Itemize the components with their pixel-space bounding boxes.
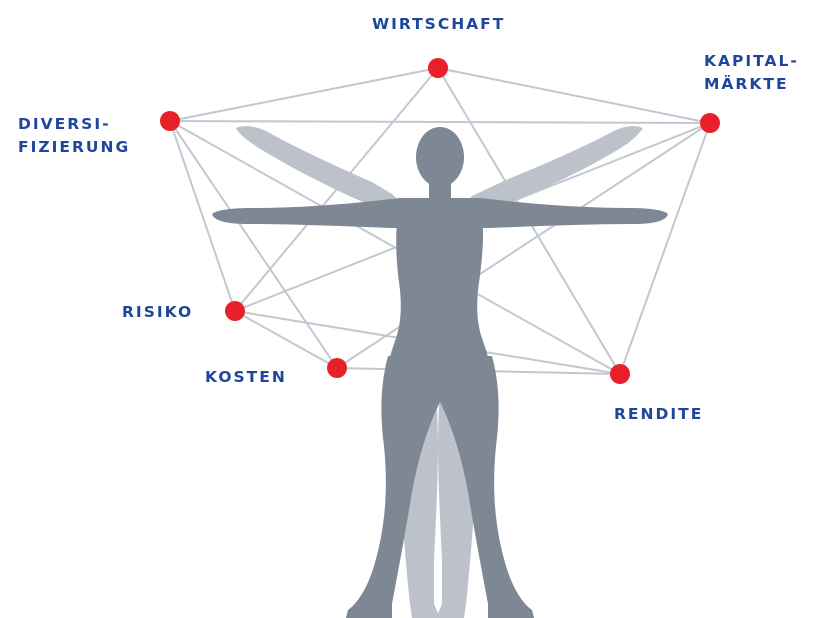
node-diversifizierung bbox=[160, 111, 180, 131]
label-diversifizierung: DIVERSI- FIZIERUNG bbox=[18, 113, 130, 159]
label-rendite: RENDITE bbox=[614, 403, 703, 426]
node-kosten bbox=[327, 358, 347, 378]
label-kosten-text: KOSTEN bbox=[205, 366, 287, 389]
connection-line bbox=[170, 121, 710, 123]
label-diversifizierung-line1: DIVERSI- bbox=[18, 113, 130, 136]
label-risiko-text: RISIKO bbox=[122, 301, 193, 324]
label-rendite-text: RENDITE bbox=[614, 403, 703, 426]
connection-line bbox=[170, 68, 438, 121]
connection-line bbox=[620, 123, 710, 374]
node-kapitalmaerkte bbox=[700, 113, 720, 133]
label-risiko: RISIKO bbox=[122, 301, 193, 324]
label-kapitalmaerkte: KAPITAL- MÄRKTE bbox=[704, 50, 799, 96]
label-kapitalmaerkte-line1: KAPITAL- bbox=[704, 50, 799, 73]
connection-line bbox=[438, 68, 710, 123]
node-wirtschaft bbox=[428, 58, 448, 78]
label-kosten: KOSTEN bbox=[205, 366, 287, 389]
node-risiko bbox=[225, 301, 245, 321]
figure-torso bbox=[388, 200, 490, 372]
label-wirtschaft: WIRTSCHAFT bbox=[372, 13, 505, 36]
label-kapitalmaerkte-line2: MÄRKTE bbox=[704, 73, 799, 96]
node-rendite bbox=[610, 364, 630, 384]
label-wirtschaft-text: WIRTSCHAFT bbox=[372, 13, 505, 36]
label-diversifizierung-line2: FIZIERUNG bbox=[18, 136, 130, 159]
